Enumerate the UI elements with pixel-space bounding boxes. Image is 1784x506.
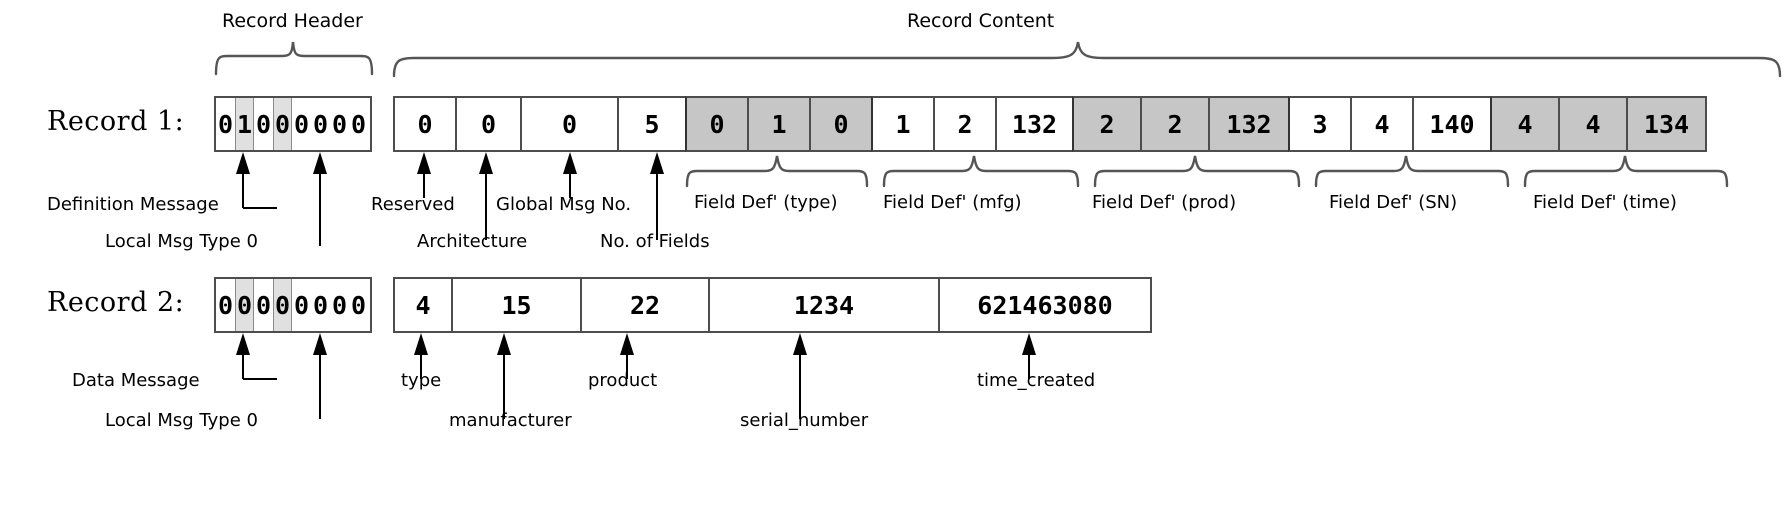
cell-fd-sn-0: 3 (1288, 96, 1350, 152)
cell-reserved: 0 (393, 96, 455, 152)
annotation-architecture: Architecture (417, 231, 528, 252)
cell-global-msg-no: 0 (520, 96, 617, 152)
record-2-label: Record 2: (47, 287, 185, 318)
annotation-type: type (401, 370, 442, 391)
cell-value-serial-number: 1234 (708, 277, 938, 333)
field-def-label-sn: Field Def' (SN) (1329, 192, 1458, 213)
record-2-header-byte: 0 0 0 0 0 0 0 0 (214, 277, 372, 333)
field-def-label-time: Field Def' (time) (1533, 192, 1677, 213)
record-1-bit-1: 1 (235, 98, 254, 150)
field-def-label-type: Field Def' (type) (694, 192, 838, 213)
annotation-reserved: Reserved (371, 194, 455, 215)
annotation-no-of-fields: No. of Fields (600, 231, 710, 252)
cell-fd-prod-0: 2 (1072, 96, 1140, 152)
cell-architecture: 0 (455, 96, 520, 152)
cell-value-type: 4 (393, 277, 451, 333)
brace-record-header (214, 41, 374, 76)
group-title-record-header: Record Header (222, 10, 363, 32)
cell-fd-time-1: 4 (1558, 96, 1626, 152)
record-1-bit-2: 0 (255, 109, 272, 139)
cell-fd-type-2: 0 (809, 96, 871, 152)
field-def-label-prod: Field Def' (prod) (1092, 192, 1237, 213)
cell-fd-mfg-0: 1 (871, 96, 933, 152)
cell-fd-time-2: 134 (1626, 96, 1707, 152)
annotation-local-msg-type-0-record-1: Local Msg Type 0 (105, 231, 258, 252)
annotation-manufacturer: manufacturer (449, 410, 572, 431)
record-1-header-byte: 0 1 0 0 0 0 0 0 (214, 96, 372, 152)
annotation-definition-message: Definition Message (47, 194, 219, 215)
record-1-leader-lines (236, 152, 664, 246)
record-2-content-cells: 4 15 22 1234 621463080 (393, 277, 1152, 333)
cell-fd-prod-1: 2 (1140, 96, 1208, 152)
record-2-bit-6: 0 (331, 290, 348, 320)
cell-fd-prod-2: 132 (1208, 96, 1288, 152)
cell-fd-sn-2: 140 (1412, 96, 1490, 152)
record-2-bit-3: 0 (273, 279, 292, 331)
record-1-bit-6: 0 (331, 109, 348, 139)
record-2-bit-2: 0 (255, 290, 272, 320)
record-1-bit-5: 0 (312, 109, 329, 139)
brace-record-content (392, 41, 1782, 78)
cell-fd-time-0: 4 (1490, 96, 1558, 152)
group-title-record-content: Record Content (907, 10, 1055, 32)
cell-value-product: 22 (580, 277, 708, 333)
cell-fd-mfg-1: 2 (933, 96, 995, 152)
record-1-bit-7: 0 (350, 109, 367, 139)
record-1-label: Record 1: (47, 106, 185, 137)
annotation-product: product (588, 370, 658, 391)
cell-fd-type-0: 0 (685, 96, 747, 152)
cell-value-manufacturer: 15 (451, 277, 580, 333)
cell-fd-mfg-2: 132 (995, 96, 1072, 152)
annotation-local-msg-type-0-record-2: Local Msg Type 0 (105, 410, 258, 431)
annotation-serial-number: serial_number (740, 410, 869, 431)
annotation-global-msg-no: Global Msg No. (496, 194, 632, 215)
field-def-label-mfg: Field Def' (mfg) (883, 192, 1022, 213)
record-1-bit-4: 0 (293, 109, 310, 139)
cell-no-of-fields: 5 (617, 96, 685, 152)
record-2-bit-0: 0 (217, 290, 234, 320)
record-2-bit-4: 0 (293, 290, 310, 320)
record-2-bit-5: 0 (312, 290, 329, 320)
record-1-bit-3: 0 (273, 98, 292, 150)
cell-fd-type-1: 1 (747, 96, 809, 152)
annotation-time-created: time_created (977, 370, 1096, 391)
record-1-bit-0: 0 (217, 109, 234, 139)
cell-fd-sn-1: 4 (1350, 96, 1412, 152)
record-2-bit-1: 0 (235, 279, 254, 331)
field-def-braces (685, 155, 1729, 188)
annotation-data-message: Data Message (72, 370, 200, 391)
record-2-leader-lines (236, 333, 1036, 419)
record-1-content-cells: 0 0 0 5 0 1 0 1 2 132 2 2 132 3 4 140 4 … (393, 96, 1707, 152)
record-2-bit-7: 0 (350, 290, 367, 320)
cell-value-time-created: 621463080 (938, 277, 1152, 333)
